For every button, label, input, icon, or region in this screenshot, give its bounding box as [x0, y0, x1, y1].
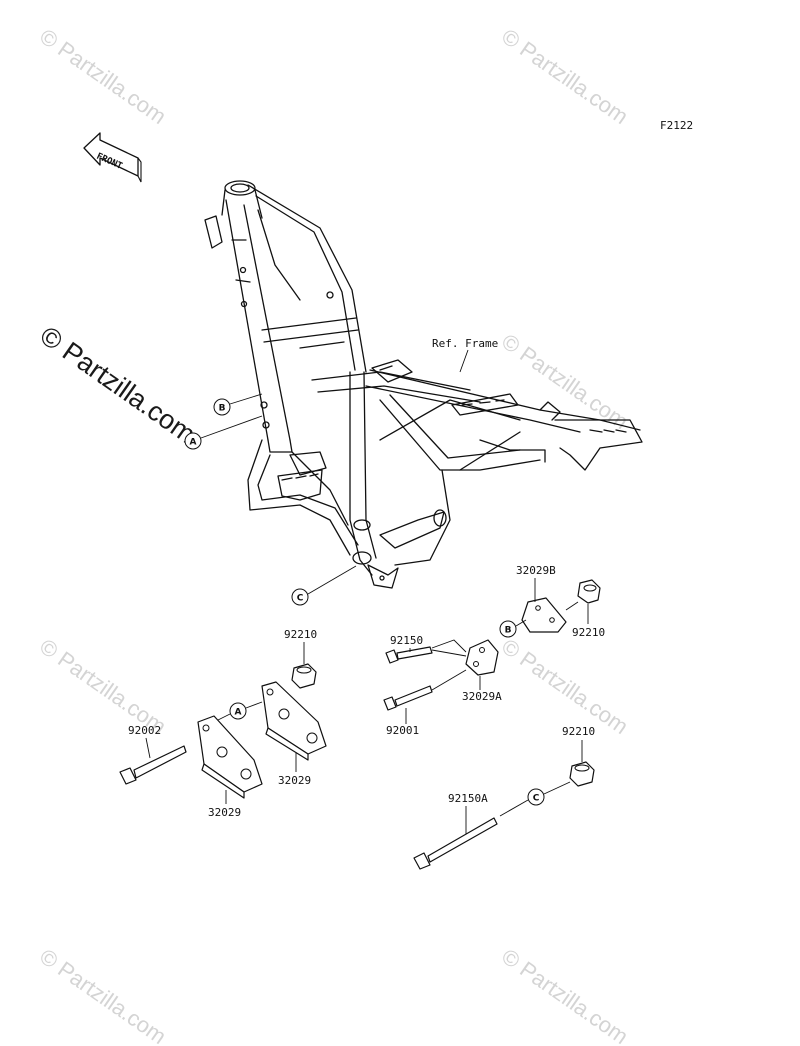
part-92002-bolt: 92002: [119, 724, 187, 785]
part-92150A-bolt: 92150A: [413, 792, 498, 870]
watermark: © Partzilla.com: [497, 329, 633, 435]
watermark-dark: © Partzilla.com: [35, 320, 201, 449]
watermark: © Partzilla.com: [497, 634, 633, 740]
callout-a-frame: A: [184, 415, 263, 450]
part-number-92001: 92001: [386, 724, 419, 737]
part-92150-bolt: 92150: [385, 634, 467, 664]
callout-b-frame: B: [213, 393, 263, 416]
motorcycle-frame: [204, 180, 643, 589]
callout-b-plate: B: [499, 619, 527, 638]
part-number-92210-lower: 92210: [562, 725, 595, 738]
part-92210-nut-middle: 92210: [284, 628, 317, 689]
figure-code: F2122: [660, 119, 693, 132]
svg-text:B: B: [219, 404, 226, 414]
watermark: © Partzilla.com: [497, 944, 633, 1046]
part-number-92150: 92150: [390, 634, 423, 647]
part-32029-plate-left: 32029: [197, 715, 263, 819]
svg-text:C: C: [533, 794, 540, 804]
svg-text:A: A: [235, 708, 242, 718]
svg-text:B: B: [505, 626, 512, 636]
watermark-layer: © Partzilla.com © Partzilla.com © Partzi…: [35, 24, 633, 1046]
part-32029-plate-right: 32029: [261, 681, 327, 787]
part-number-92002: 92002: [128, 724, 161, 737]
frame-label: Ref. Frame: [432, 337, 498, 350]
watermark: © Partzilla.com: [35, 24, 171, 130]
callout-a-plate: A: [213, 701, 263, 723]
svg-text:C: C: [297, 594, 304, 604]
watermark: © Partzilla.com: [497, 24, 633, 130]
callout-c-bolt: C: [499, 781, 571, 817]
part-32029B-plate: 32029B: [516, 564, 567, 633]
part-32029A-plate: 32029A: [462, 639, 502, 703]
part-92210-nut-upper: 92210: [565, 579, 605, 639]
front-arrow: FRONT: [83, 132, 142, 183]
part-number-32029-left: 32029: [208, 806, 241, 819]
watermark: © Partzilla.com: [35, 944, 171, 1046]
part-number-92210: 92210: [572, 626, 605, 639]
part-number-92210-middle: 92210: [284, 628, 317, 641]
part-92210-nut-lower: 92210: [562, 725, 595, 787]
callout-c-frame: C: [291, 565, 357, 606]
part-number-32029B: 32029B: [516, 564, 556, 577]
part-number-92150A: 92150A: [448, 792, 488, 805]
svg-text:A: A: [190, 438, 197, 448]
part-number-32029-right: 32029: [278, 774, 311, 787]
part-92001-bolt: 92001: [383, 669, 467, 737]
part-number-32029A: 32029A: [462, 690, 502, 703]
